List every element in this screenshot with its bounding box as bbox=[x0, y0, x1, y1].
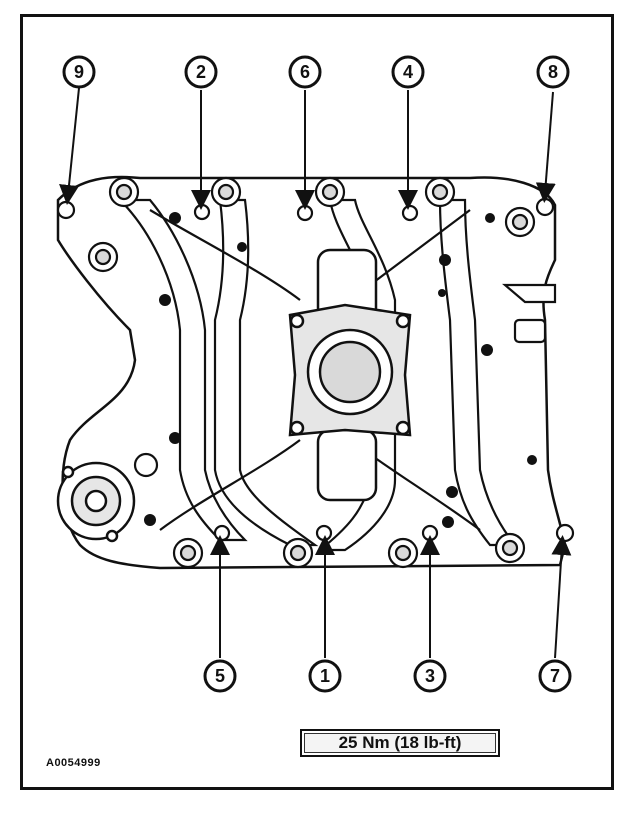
callout-circle-7 bbox=[538, 659, 572, 693]
bolt-bosses bbox=[87, 176, 536, 569]
callout-label-8: 8 bbox=[548, 62, 558, 82]
callout-circle-3 bbox=[413, 659, 447, 693]
mounting-bracket bbox=[502, 283, 557, 344]
callout-label-1: 1 bbox=[320, 666, 330, 686]
star-studs bbox=[144, 212, 537, 528]
throttle-body-flange bbox=[288, 303, 412, 437]
callout-label-5: 5 bbox=[215, 666, 225, 686]
plenum-ports bbox=[316, 248, 378, 502]
callout-label-7: 7 bbox=[550, 666, 560, 686]
callout-label-4: 4 bbox=[403, 62, 413, 82]
callout-circle-4 bbox=[391, 55, 425, 89]
callout-label-9: 9 bbox=[74, 62, 84, 82]
callout-circle-6 bbox=[288, 55, 322, 89]
callout-circle-9 bbox=[62, 55, 96, 89]
callout-circle-2 bbox=[184, 55, 218, 89]
callout-circle-5 bbox=[203, 659, 237, 693]
callout-label-2: 2 bbox=[196, 62, 206, 82]
arrow-7 bbox=[551, 535, 572, 659]
callout-circle-8 bbox=[536, 55, 570, 89]
arrow-9 bbox=[59, 87, 80, 205]
torque-spec-label: 25 Nm (18 lb-ft) bbox=[300, 729, 500, 757]
diagram-frame bbox=[20, 14, 614, 790]
callout-label-6: 6 bbox=[300, 62, 310, 82]
callout-label-3: 3 bbox=[425, 666, 435, 686]
thermostat-housing bbox=[56, 461, 136, 543]
callout-markers: 9 2 6 4 8 5 1 3 7 bbox=[59, 55, 572, 693]
arrow-8 bbox=[535, 91, 556, 203]
figure-id: A0054999 bbox=[46, 757, 101, 769]
intake-runners bbox=[117, 198, 518, 552]
callout-circle-1 bbox=[308, 659, 342, 693]
